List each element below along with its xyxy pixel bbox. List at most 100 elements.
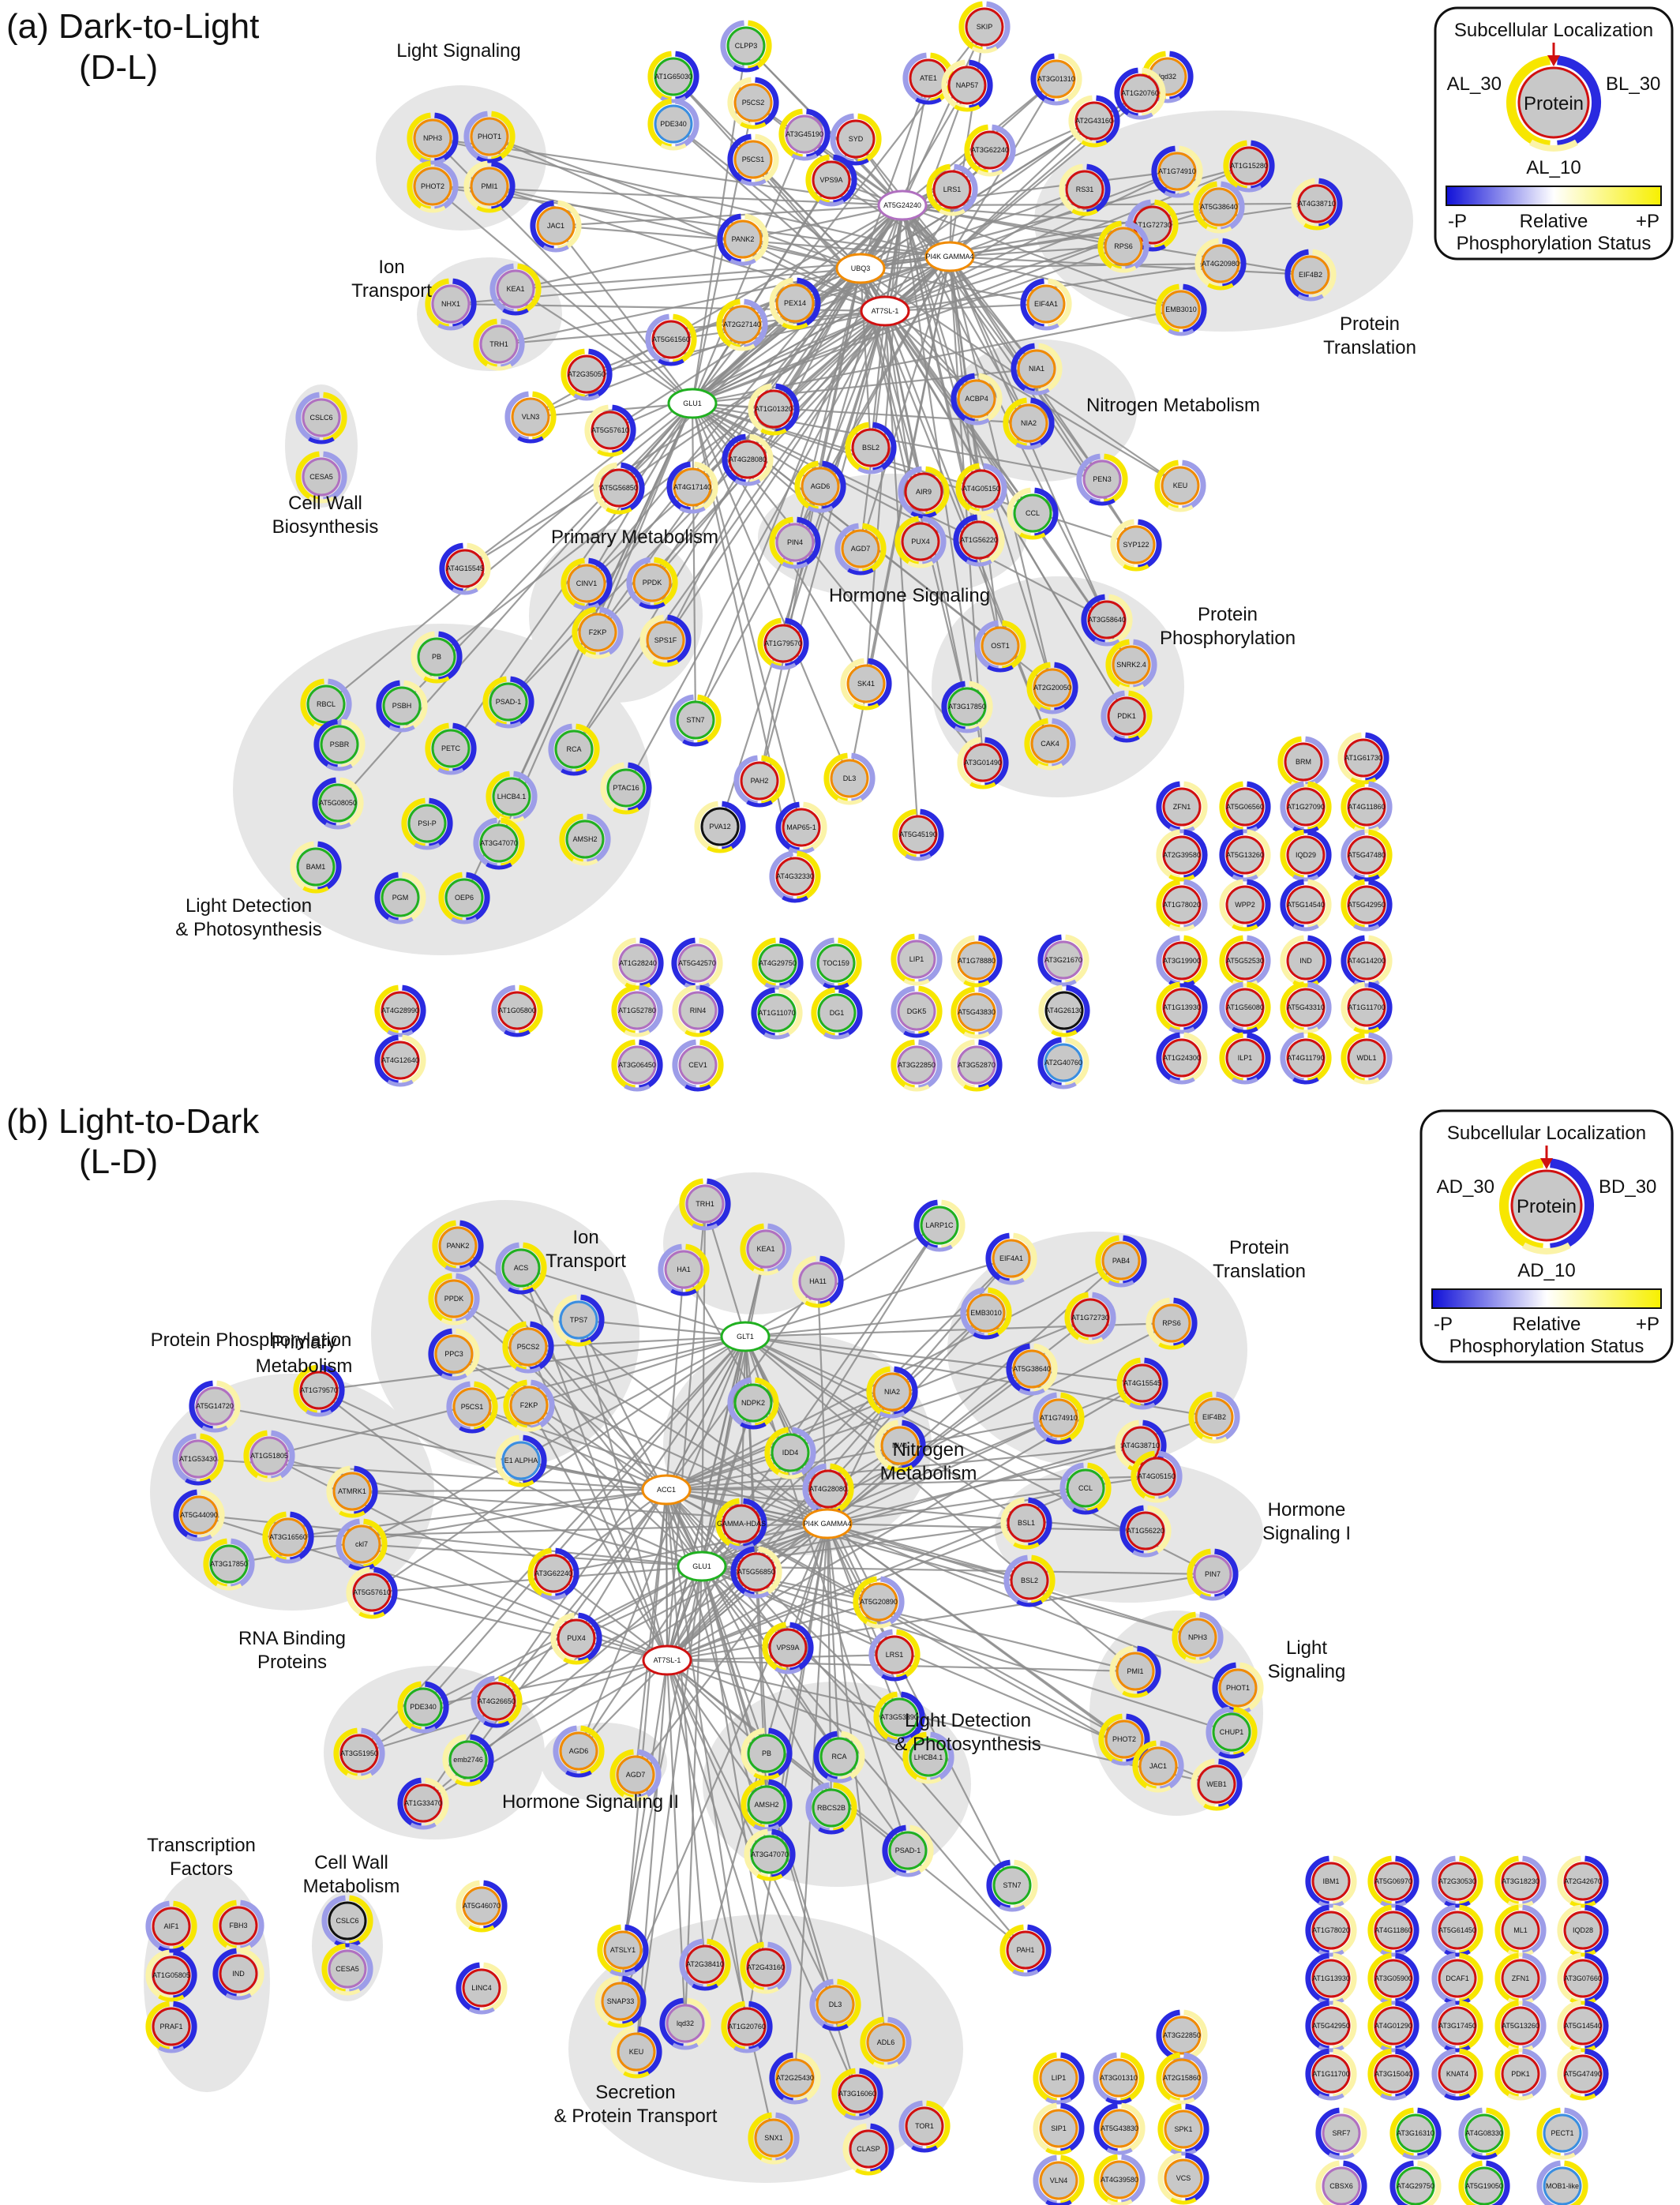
node-circle <box>352 1573 392 1612</box>
node-label: lqd32 <box>1159 73 1176 81</box>
node-label: IBM1 <box>1322 1877 1339 1885</box>
node-label: AT5G46070 <box>463 1902 501 1910</box>
phospho-arc-bottom <box>973 1332 999 1340</box>
phospho-arc-bottom <box>1232 980 1258 988</box>
node-circle <box>849 2129 888 2169</box>
node-at5g47490: AT5G47490 <box>1557 2048 1609 2101</box>
phospho-arc-bottom <box>823 1032 850 1040</box>
node-circle <box>1396 2113 1435 2153</box>
phospho-arc-bottom <box>334 1988 361 1996</box>
phospho-arc-bottom <box>216 1583 242 1591</box>
phospho-arc-bottom <box>740 178 767 186</box>
node-label: AT7SL-1 <box>654 1656 681 1664</box>
node-circle <box>508 1327 548 1367</box>
phospho-arc-bottom <box>468 1925 495 1933</box>
node-label: GAMMA-HDAS <box>717 1520 766 1528</box>
edge <box>453 1352 828 1525</box>
phospho-arc-bottom <box>1045 2147 1072 2155</box>
phospho-arc-bottom <box>1353 924 1380 932</box>
node-trh1: TRH1 <box>679 1178 731 1231</box>
edge <box>827 1444 1142 1525</box>
node-label: AT3G16060 <box>838 2090 876 2098</box>
panel-a-title: (a) Dark-to-Light <box>6 7 259 46</box>
phospho-arc-bottom <box>998 1277 1025 1285</box>
phospho-arc-bottom <box>1167 504 1194 512</box>
phospho-arc-right <box>1343 2160 1367 2205</box>
phospho-arc-bottom <box>764 982 791 990</box>
phospho-arc-bottom <box>225 1944 252 1952</box>
edge <box>666 1336 746 1491</box>
phospho-arc-bottom <box>1129 1402 1156 1410</box>
node-circle <box>1286 988 1326 1027</box>
node-label: AT1G28240 <box>619 959 657 967</box>
phospho-arc-bottom <box>437 323 464 331</box>
phospho-arc-bottom <box>911 2145 938 2153</box>
phospho-arc-bottom <box>1168 924 1195 932</box>
node-label: PETC <box>441 744 461 752</box>
node-p5cs2: P5CS2 <box>727 77 779 129</box>
node-circle <box>859 1582 898 1622</box>
node-emb2746: emb2746 <box>442 1734 494 1787</box>
node-e1-alpha: E1 ALPHA <box>495 1434 547 1487</box>
phospho-arc-bottom <box>963 980 990 988</box>
phospho-arc-bottom <box>459 1426 486 1434</box>
edge <box>318 1389 668 1661</box>
legend-arrowhead <box>1547 55 1560 66</box>
phospho-arc-bottom <box>1013 1542 1040 1550</box>
edge <box>827 1522 1146 1532</box>
node-circle <box>1286 941 1326 981</box>
phospho-arc-bottom <box>308 437 335 444</box>
node-circle <box>1199 187 1239 227</box>
node-circle <box>1286 835 1326 875</box>
node-at4g29750: AT4G29750 <box>1389 2160 1442 2205</box>
edge <box>666 1566 703 1661</box>
phospho-arc-bottom <box>1232 924 1258 932</box>
node-label: AT1G78020 <box>1163 901 1201 909</box>
node-at4g32330: AT4G32330 <box>769 850 821 903</box>
node-label: AT1G27090 <box>1287 803 1325 811</box>
node-circle <box>511 397 550 437</box>
node-at1g56080: AT1G56080 <box>1219 981 1271 1034</box>
node-stn7: STN7 <box>986 1859 1038 1912</box>
phospho-arc-bottom <box>1318 1900 1344 1908</box>
node-at4g26650: AT4G26650 <box>471 1675 523 1728</box>
node-label: CSLC6 <box>336 1917 358 1925</box>
node-circle <box>320 725 359 764</box>
edge <box>578 1318 746 1338</box>
node-circle <box>1123 1363 1162 1403</box>
node-label: RCA <box>566 745 581 753</box>
node-circle <box>909 1738 948 1777</box>
phospho-arc-bottom <box>1045 1437 1072 1445</box>
edge <box>744 1257 1012 1338</box>
node-label: AT3G06450 <box>618 1061 656 1069</box>
phospho-arc-bottom <box>969 782 996 789</box>
edge <box>666 1488 1146 1532</box>
node-label: PAB4 <box>1112 1257 1130 1265</box>
phospho-arc-bottom <box>679 506 706 514</box>
node-circle <box>1161 290 1201 329</box>
node-label: AT2G25430 <box>776 2074 814 2082</box>
node-circle <box>462 1886 501 1926</box>
node-circle <box>1438 1862 1477 1901</box>
node-pgm: PGM <box>374 872 426 924</box>
node-label: PPC3 <box>444 1350 463 1358</box>
node-label: SIP1 <box>1051 2124 1067 2132</box>
node-pank2: PANK2 <box>717 213 769 266</box>
node-label: KNAT4 <box>1446 2070 1468 2078</box>
node-bsl1: BSL1 <box>1000 1497 1052 1550</box>
node-at1g79570: AT1G79570 <box>757 617 809 670</box>
node-at2g15860: AT2G15860 <box>1156 2052 1208 2105</box>
phospho-arc-bottom <box>486 862 512 870</box>
phospho-arc-bottom <box>1569 2093 1596 2101</box>
node-at1g78020: AT1G78020 <box>1156 879 1208 932</box>
cluster-label-primary-metabolism: Primary Metabolism <box>551 527 718 548</box>
node-label: AT5G14720 <box>196 1402 234 1410</box>
phospho-arc-bottom <box>1199 1593 1226 1601</box>
edge <box>884 302 1047 313</box>
phospho-arc-bottom <box>894 1869 921 1877</box>
node-label: AT1G20760 <box>728 2023 766 2031</box>
phospho-arc-bottom <box>476 156 503 163</box>
node-at2g20050: AT2G20050 <box>1026 662 1078 714</box>
